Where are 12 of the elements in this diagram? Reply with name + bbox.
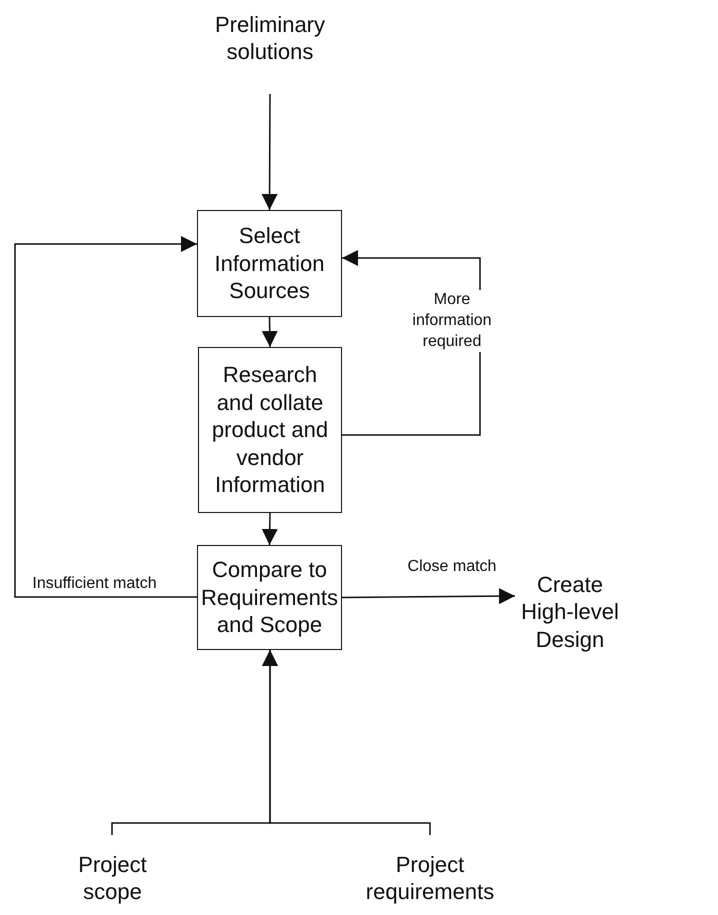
arrow — [14, 236, 197, 598]
arrow — [262, 512, 278, 546]
process-box: Research and collate product and vendor Information — [198, 347, 342, 513]
arrow — [262, 94, 278, 210]
process-box: Compare to Requirements and Scope — [197, 545, 342, 650]
process-box: Select Information Sources — [197, 210, 342, 317]
arrow — [342, 588, 515, 604]
node-text: Project scope — [60, 848, 165, 908]
arrow — [262, 316, 278, 348]
node-text: Project requirements — [365, 848, 495, 908]
arrow — [262, 650, 431, 835]
node-text: Preliminary solutions — [200, 8, 340, 68]
